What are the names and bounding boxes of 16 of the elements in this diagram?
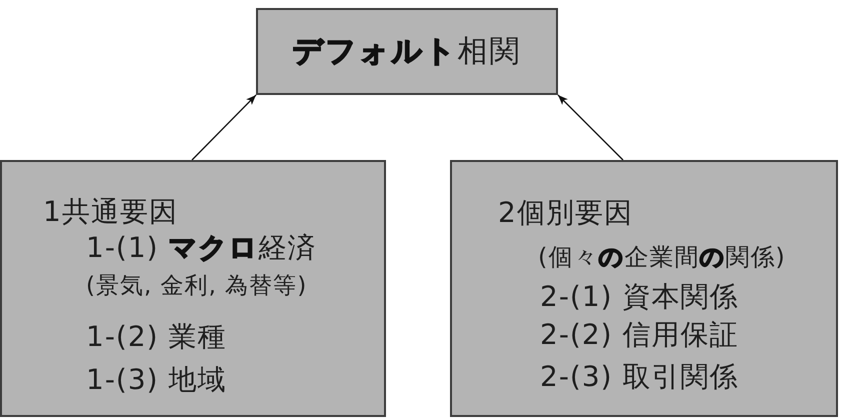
factor-item: 1-(3) 地域 [86,363,226,397]
factor-note: (個々の企業間の関係) [538,243,786,272]
box-title: デフォルト相関 [292,34,522,70]
factor-item: 1-(1) マクロ経済 [86,231,316,265]
factor-item: 1-(2) 業種 [86,320,226,354]
factor-item: 2-(2) 信用保証 [540,318,738,352]
result-box [256,8,558,95]
factor-item: 2-(1) 資本関係 [540,280,738,314]
arrow [558,94,624,160]
factor-heading: 2個別要因 [498,196,633,230]
factor-box [450,160,838,417]
factor-note: (景気, 金利, 為替等) [86,273,308,301]
factor-box [0,160,386,417]
factor-heading: 1共通要因 [43,195,178,229]
factor-item: 2-(3) 取引関係 [540,360,738,394]
arrow [192,94,256,160]
